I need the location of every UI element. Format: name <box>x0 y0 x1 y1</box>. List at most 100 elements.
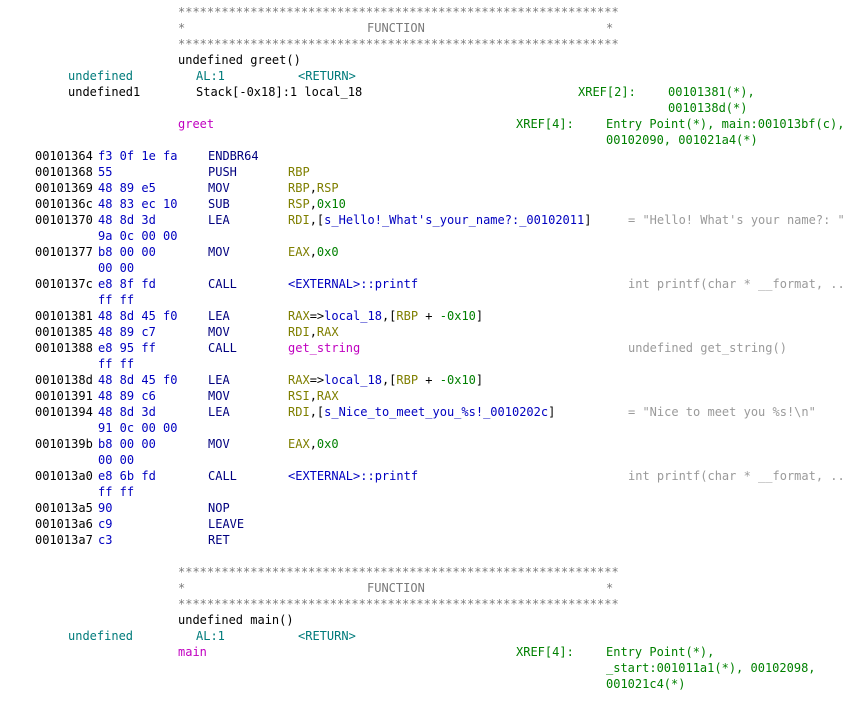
instruction-bytes-continued[interactable]: 91 0c 00 00 <box>0 420 844 436</box>
register-operand[interactable]: RAX <box>288 373 310 387</box>
xref-link[interactable]: 001021c4(*) <box>606 677 686 691</box>
instruction-mnemonic[interactable]: MOV <box>208 181 230 195</box>
instruction-mnemonic[interactable]: SUB <box>208 197 230 211</box>
register-operand[interactable]: RAX <box>316 325 339 339</box>
instruction-address[interactable]: 001013a6 <box>35 517 93 531</box>
symbol-operand[interactable]: get_string <box>288 341 361 355</box>
instruction-mnemonic[interactable]: PUSH <box>208 165 237 179</box>
instruction-address[interactable]: 00101369 <box>35 181 93 195</box>
instruction-mnemonic[interactable]: MOV <box>208 437 230 451</box>
instruction-bytes-continued[interactable]: ff ff <box>0 292 844 308</box>
instruction-address[interactable]: 0010136c <box>35 197 93 211</box>
instruction-operands[interactable]: RDI,[s_Nice_to_meet_you_%s!_0010202c] <box>288 404 555 420</box>
instruction-mnemonic[interactable]: CALL <box>208 341 237 355</box>
instruction-address[interactable]: 001013a7 <box>35 533 93 547</box>
instruction-address[interactable]: 0010137c <box>35 277 93 291</box>
register-operand[interactable]: RSP <box>316 181 339 195</box>
instruction-mnemonic[interactable]: RET <box>208 533 230 547</box>
instruction-mnemonic[interactable]: LEA <box>208 309 230 323</box>
symbol-operand[interactable]: <EXTERNAL>::printf <box>288 277 419 291</box>
instruction-operands[interactable]: RBP,RSP <box>288 180 339 196</box>
register-operand[interactable]: RBP <box>288 165 310 179</box>
instruction-bytes-continued[interactable]: 00 00 <box>0 452 844 468</box>
xref-link[interactable]: Entry Point(*), main:001013bf(c), <box>606 117 844 131</box>
instruction-mnemonic[interactable]: LEAVE <box>208 517 245 531</box>
greet-label[interactable]: greet <box>178 117 215 131</box>
symbol-operand[interactable]: s_Hello!_What's_your_name?:_00102011 <box>324 213 585 227</box>
instruction-address[interactable]: 00101370 <box>35 213 93 227</box>
instruction-bytes-continued[interactable]: ff ff <box>0 484 844 500</box>
register-operand[interactable]: RSP <box>288 197 310 211</box>
main-label[interactable]: main <box>178 645 207 659</box>
greet-signature[interactable]: undefined greet() <box>178 53 301 67</box>
register-operand[interactable]: RDI <box>288 213 310 227</box>
main-signature[interactable]: undefined main() <box>178 613 294 627</box>
instruction-address[interactable]: 00101388 <box>35 341 93 355</box>
register-operand[interactable]: RAX <box>316 389 339 403</box>
function-signature[interactable]: undefined greet() <box>0 52 844 68</box>
immediate-operand[interactable]: -0x10 <box>439 309 476 323</box>
instruction-mnemonic[interactable]: MOV <box>208 389 230 403</box>
instruction-mnemonic[interactable]: ENDBR64 <box>208 149 259 163</box>
instruction-address[interactable]: 00101391 <box>35 389 93 403</box>
instruction-address[interactable]: 00101394 <box>35 405 93 419</box>
instruction-operands[interactable]: EAX,0x0 <box>288 244 339 260</box>
variable-row[interactable]: undefined1 Stack[-0x18]:1 local_18 XREF[… <box>68 85 755 99</box>
symbol-operand[interactable]: local_18 <box>324 309 382 323</box>
register-operand[interactable]: RSI <box>288 389 310 403</box>
instruction-mnemonic[interactable]: CALL <box>208 277 237 291</box>
function-label-xref-continued[interactable]: 001021c4(*) <box>0 676 844 692</box>
instruction-operands[interactable]: RSI,RAX <box>288 388 339 404</box>
instruction-bytes-continued[interactable]: 00 00 <box>0 260 844 276</box>
register-operand[interactable]: EAX <box>288 245 310 259</box>
symbol-operand[interactable]: s_Nice_to_meet_you_%s!_0010202c <box>324 405 549 419</box>
instruction-mnemonic[interactable]: MOV <box>208 325 230 339</box>
disassembly-listing[interactable]: ****************************************… <box>0 0 844 693</box>
instruction-address[interactable]: 001013a5 <box>35 501 93 515</box>
function-label-row[interactable]: main XREF[4]: Entry Point(*), <box>0 644 844 660</box>
instruction-operands[interactable]: EAX,0x0 <box>288 436 339 452</box>
symbol-operand[interactable]: <EXTERNAL>::printf <box>288 469 419 483</box>
register-operand[interactable]: RDI <box>288 325 310 339</box>
instruction-mnemonic[interactable]: LEA <box>208 405 230 419</box>
register-operand[interactable]: RBP <box>396 373 419 387</box>
xref-link[interactable]: _start:001011a1(*), 00102098, <box>606 661 816 675</box>
function-label-xref-continued[interactable]: 00102090, 001021a4(*) <box>0 132 844 148</box>
variable-row[interactable]: undefined AL:1 <RETURN> <box>68 69 356 83</box>
function-label-row[interactable]: greet XREF[4]: Entry Point(*), main:0010… <box>0 116 844 132</box>
instruction-operands[interactable]: <EXTERNAL>::printf <box>288 276 418 292</box>
immediate-operand[interactable]: 0x0 <box>316 245 339 259</box>
xref-link[interactable]: 0010138d(*) <box>668 101 748 115</box>
instruction-operands[interactable]: RAX=>local_18,[RBP + -0x10] <box>288 372 483 388</box>
function-label-xref-continued[interactable]: _start:001011a1(*), 00102098, <box>0 660 844 676</box>
instruction-mnemonic[interactable]: MOV <box>208 245 230 259</box>
instruction-bytes-continued[interactable]: 9a 0c 00 00 <box>0 228 844 244</box>
instruction-operands[interactable]: RSP,0x10 <box>288 196 346 212</box>
instruction-operands[interactable]: RAX=>local_18,[RBP + -0x10] <box>288 308 483 324</box>
instruction-address[interactable]: 00101368 <box>35 165 93 179</box>
instruction-address[interactable]: 00101381 <box>35 309 93 323</box>
variable-row[interactable]: undefined AL:1 <RETURN> <box>68 629 356 643</box>
xref-link[interactable]: 00101381(*), <box>668 85 755 99</box>
register-operand[interactable]: RBP <box>288 181 310 195</box>
instruction-operands[interactable]: RDI,RAX <box>288 324 339 340</box>
register-operand[interactable]: RAX <box>288 309 310 323</box>
instruction-mnemonic[interactable]: LEA <box>208 213 230 227</box>
xref-link[interactable]: Entry Point(*), <box>606 645 715 659</box>
